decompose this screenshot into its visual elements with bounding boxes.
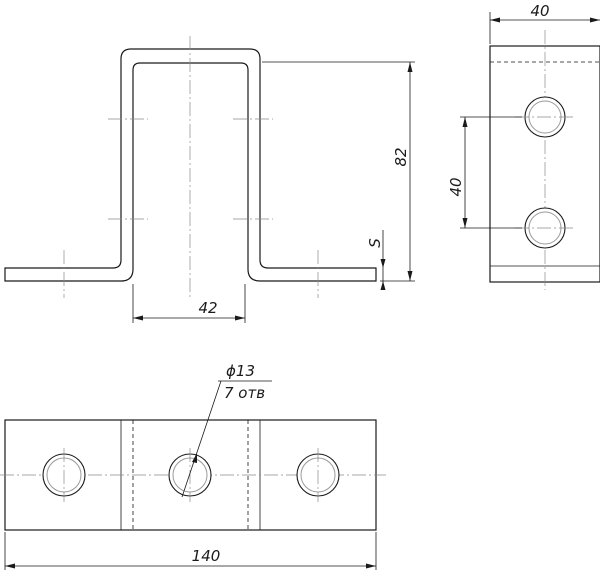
dim-42-arrow-left bbox=[133, 315, 143, 321]
hole-count-label: 7 отв bbox=[224, 384, 265, 402]
dim-140-arrow-right bbox=[366, 563, 376, 569]
plan-view: ϕ13 7 отв 140 bbox=[0, 362, 386, 570]
hole-leader-line bbox=[181, 380, 222, 498]
dim-140-label: 140 bbox=[192, 547, 221, 565]
dim-s-arrow-top bbox=[380, 259, 386, 268]
dim-82-arrow-bottom bbox=[407, 271, 413, 281]
dim-40-top-arrow-right bbox=[590, 17, 600, 23]
front-view: 82 S 42 bbox=[4, 36, 415, 323]
dim-40-side-label: 40 bbox=[447, 177, 465, 196]
hole-leader-arrow bbox=[192, 453, 197, 463]
dim-40-top-arrow-left bbox=[490, 17, 500, 23]
dim-s-label: S bbox=[366, 238, 384, 248]
dim-s-arrow-bottom bbox=[380, 281, 386, 290]
hole-diameter-label: ϕ13 bbox=[226, 362, 255, 380]
dim-40-side-arrow-top bbox=[462, 117, 468, 127]
dim-82-label: 82 bbox=[392, 147, 410, 166]
dim-42-label: 42 bbox=[198, 299, 217, 317]
dim-82-arrow-top bbox=[407, 62, 413, 72]
dim-40-side-arrow-bottom bbox=[462, 218, 468, 228]
side-view: 40 40 bbox=[447, 2, 600, 290]
bracket-profile-outer bbox=[4, 48, 377, 282]
dim-40-top-label: 40 bbox=[530, 2, 549, 20]
dim-42-arrow-right bbox=[235, 315, 245, 321]
dim-140-arrow-left bbox=[5, 563, 15, 569]
